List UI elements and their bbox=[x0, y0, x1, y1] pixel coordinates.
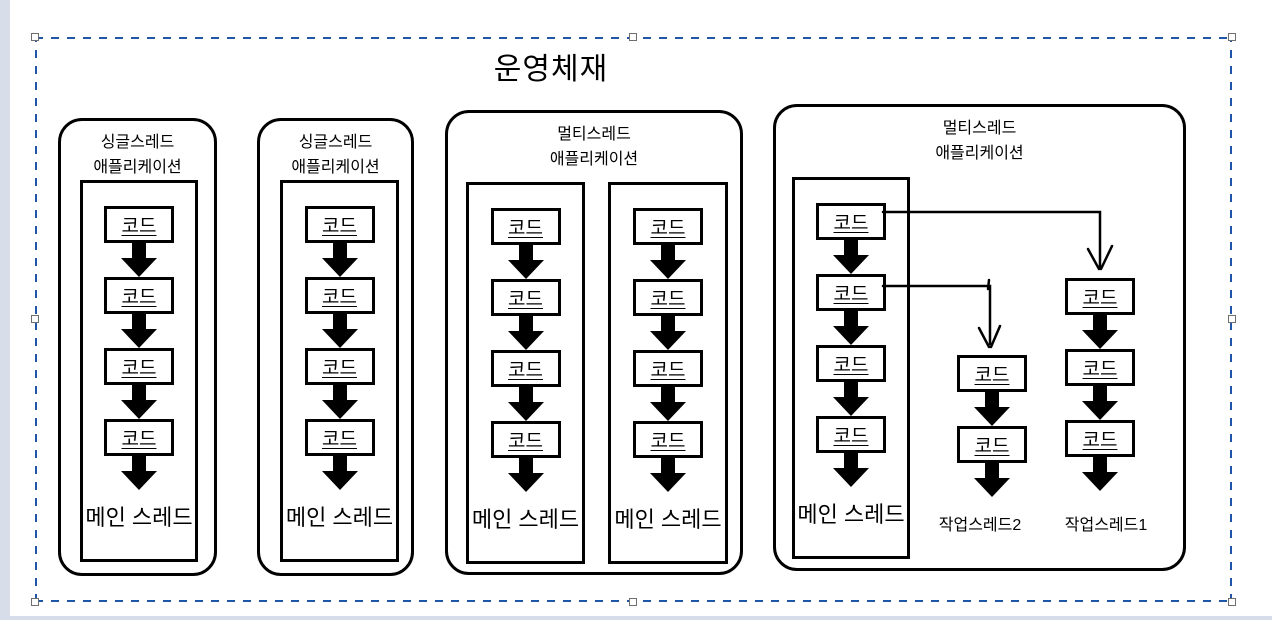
group-multi-thread-app: 멀티스레드 애플리케이션 코드 코드 코드 코드 메인 스레드 코드 코드 코드… bbox=[445, 110, 743, 575]
down-arrow-icon bbox=[650, 387, 686, 421]
code-box: 코드 bbox=[490, 279, 561, 316]
code-box: 코드 bbox=[104, 277, 174, 314]
group-title: 싱글스레드 애플리케이션 bbox=[61, 130, 214, 180]
selection-handle-top-right[interactable] bbox=[1228, 33, 1236, 41]
worker-thread-2-column: 코드 코드 bbox=[951, 355, 1033, 497]
down-arrow-icon bbox=[121, 314, 157, 348]
group-title-line1: 싱글스레드 bbox=[100, 134, 175, 151]
page-title: 운영체재 bbox=[493, 53, 609, 86]
main-thread-box: 코드 코드 코드 코드 메인 스레드 bbox=[80, 180, 198, 562]
group-title-line1: 멀티스레드 bbox=[942, 120, 1017, 137]
down-arrow-icon bbox=[1082, 315, 1118, 349]
code-box: 코드 bbox=[633, 350, 703, 387]
down-arrow-icon bbox=[1082, 457, 1118, 491]
selection-handle-top-middle[interactable] bbox=[629, 33, 637, 41]
code-box: 코드 bbox=[957, 426, 1027, 463]
code-box: 코드 bbox=[816, 274, 886, 311]
group-single-thread-app-2: 싱글스레드 애플리케이션 코드 코드 코드 코드 메인 스레드 bbox=[257, 118, 414, 576]
group-title: 멀티스레드 애플리케이션 bbox=[776, 116, 1183, 166]
down-arrow-icon bbox=[650, 316, 686, 350]
code-box: 코드 bbox=[1065, 278, 1135, 315]
main-thread-box: 코드 코드 코드 코드 메인 스레드 bbox=[608, 182, 728, 564]
down-arrow-icon bbox=[321, 385, 358, 419]
selection-handle-bottom-middle[interactable] bbox=[629, 598, 637, 606]
code-box: 코드 bbox=[490, 421, 561, 458]
code-box: 코드 bbox=[304, 348, 375, 385]
code-box: 코드 bbox=[104, 348, 174, 385]
group-title-line2: 애플리케이션 bbox=[93, 159, 182, 176]
group-title: 멀티스레드 애플리케이션 bbox=[448, 122, 740, 172]
thread-label: 작업스레드1 bbox=[1064, 517, 1148, 534]
down-arrow-icon bbox=[121, 456, 157, 490]
down-arrow-icon bbox=[321, 243, 358, 277]
down-arrow-icon bbox=[974, 392, 1010, 426]
thread-label: 메인 스레드 bbox=[797, 502, 905, 527]
thread-label: 메인 스레드 bbox=[285, 505, 394, 530]
group-title: 싱글스레드 애플리케이션 bbox=[260, 130, 411, 180]
code-box: 코드 bbox=[104, 206, 174, 243]
code-box: 코드 bbox=[816, 203, 886, 240]
group-title-line2: 애플리케이션 bbox=[935, 145, 1024, 162]
thread-label: 메인 스레드 bbox=[85, 505, 193, 530]
selection-handle-middle-right[interactable] bbox=[1228, 315, 1236, 323]
selection-handle-top-left[interactable] bbox=[31, 33, 39, 41]
down-arrow-icon bbox=[650, 245, 686, 279]
code-box: 코드 bbox=[304, 277, 375, 314]
down-arrow-icon bbox=[1082, 386, 1118, 420]
down-arrow-icon bbox=[121, 385, 157, 419]
main-thread-box: 코드 코드 코드 코드 메인 스레드 bbox=[280, 180, 399, 562]
down-arrow-icon bbox=[321, 456, 358, 490]
code-box: 코드 bbox=[957, 355, 1027, 392]
down-arrow-icon bbox=[121, 243, 157, 277]
code-box: 코드 bbox=[816, 345, 886, 382]
code-box: 코드 bbox=[1065, 349, 1135, 386]
down-arrow-icon bbox=[833, 453, 869, 487]
down-arrow-icon bbox=[507, 458, 544, 492]
selection-handle-bottom-right[interactable] bbox=[1228, 598, 1236, 606]
down-arrow-icon bbox=[833, 382, 869, 416]
main-thread-box: 코드 코드 코드 코드 메인 스레드 bbox=[792, 177, 910, 559]
code-box: 코드 bbox=[490, 350, 561, 387]
selection-handle-middle-left[interactable] bbox=[31, 315, 39, 323]
group-title-line2: 애플리케이션 bbox=[291, 159, 380, 176]
code-box: 코드 bbox=[304, 206, 375, 243]
down-arrow-icon bbox=[507, 387, 544, 421]
down-arrow-icon bbox=[507, 316, 544, 350]
down-arrow-icon bbox=[507, 245, 544, 279]
thread-label: 작업스레드2 bbox=[938, 517, 1022, 534]
group-single-thread-app-1: 싱글스레드 애플리케이션 코드 코드 코드 코드 메인 스레드 bbox=[58, 118, 217, 576]
down-arrow-icon bbox=[974, 463, 1010, 497]
group-title-line1: 싱글스레드 bbox=[298, 134, 373, 151]
down-arrow-icon bbox=[321, 314, 358, 348]
worker-thread-1-column: 코드 코드 코드 bbox=[1059, 278, 1141, 491]
group-title-line1: 멀티스레드 bbox=[557, 126, 631, 143]
code-box: 코드 bbox=[633, 279, 703, 316]
selection-handle-bottom-left[interactable] bbox=[31, 598, 39, 606]
canvas-edge-bottom bbox=[0, 616, 1272, 620]
code-box: 코드 bbox=[104, 419, 174, 456]
down-arrow-icon bbox=[650, 458, 686, 492]
code-box: 코드 bbox=[633, 421, 703, 458]
code-box: 코드 bbox=[633, 208, 703, 245]
group-title-line2: 애플리케이션 bbox=[549, 151, 639, 168]
code-box: 코드 bbox=[816, 416, 886, 453]
thread-label: 메인 스레드 bbox=[471, 507, 580, 532]
code-box: 코드 bbox=[304, 419, 375, 456]
thread-label: 메인 스레드 bbox=[614, 507, 722, 532]
main-thread-box: 코드 코드 코드 코드 메인 스레드 bbox=[466, 182, 585, 564]
code-box: 코드 bbox=[1065, 420, 1135, 457]
group-multi-thread-app-workers: 멀티스레드 애플리케이션 코드 코드 코드 코드 메인 스레드 코드 코드 코드… bbox=[773, 104, 1186, 571]
canvas-edge-left bbox=[0, 0, 10, 620]
code-box: 코드 bbox=[490, 208, 561, 245]
down-arrow-icon bbox=[833, 311, 869, 345]
down-arrow-icon bbox=[833, 240, 869, 274]
